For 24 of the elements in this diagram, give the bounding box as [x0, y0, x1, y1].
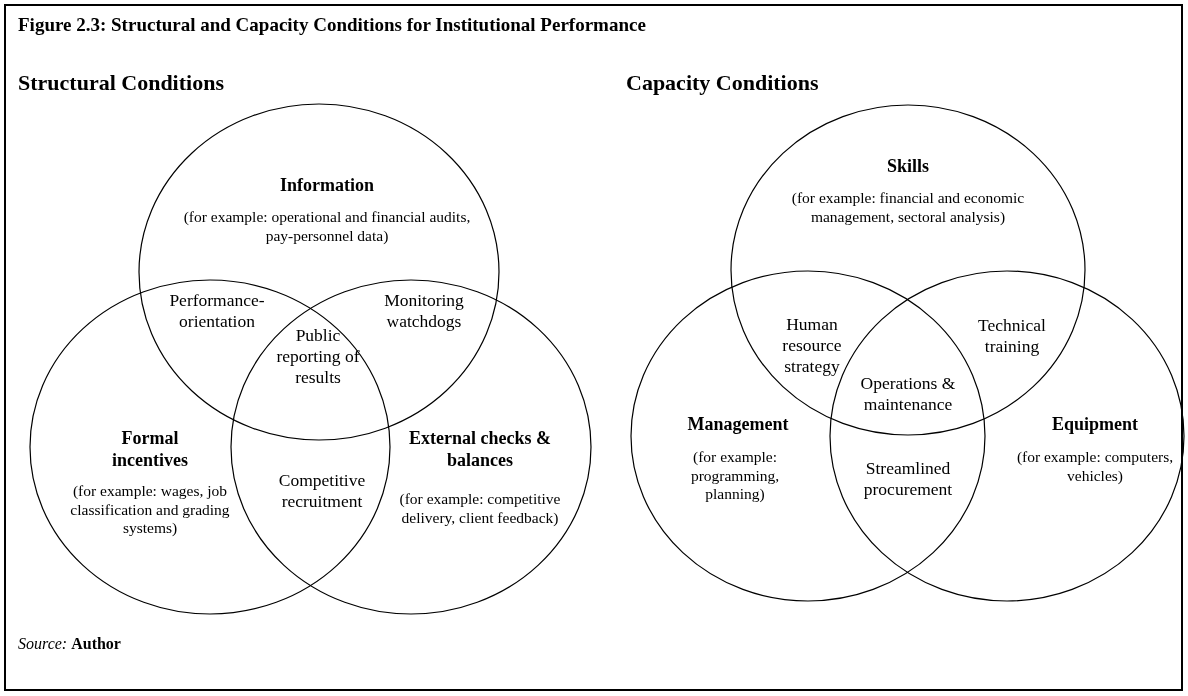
example-text: (for example: operational and financial audits, pay-personnel data)	[182, 208, 472, 246]
overlap-label: Human resource strategy	[781, 314, 843, 377]
example-text: (for example: competitive delivery, client feedback)	[398, 490, 562, 528]
example-text: (for example: wages, job classification and grading systems)	[70, 482, 230, 538]
circle-heading: Management	[686, 414, 790, 436]
circle-heading: Skills	[886, 156, 930, 178]
circle-heading: External checks & balances	[408, 428, 552, 472]
overlap-label: Operations & maintenance	[859, 373, 957, 415]
overlap-label: Streamlined procurement	[862, 458, 954, 500]
overlap-label: Performance-orientation	[168, 290, 266, 332]
section-heading: Structural Conditions	[18, 70, 224, 97]
circle-heading: Equipment	[1051, 414, 1139, 436]
section-heading: Capacity Conditions	[626, 70, 819, 97]
overlap-label: Technical training	[977, 315, 1047, 357]
circle-heading: Information	[279, 175, 375, 197]
example-text: (for example: computers, vehicles)	[1015, 448, 1175, 486]
example-text: (for example: financial and economic management, sectoral analysis)	[790, 189, 1026, 227]
overlap-label: Monitoring watchdogs	[383, 290, 465, 332]
overlap-label: Public reporting of results	[275, 325, 361, 388]
example-text: (for example: programming, planning)	[689, 448, 781, 504]
figure-title: Figure 2.3: Structural and Capacity Conditions for Institutional Performance	[18, 14, 646, 37]
circle-heading: Formal incentives	[111, 428, 189, 472]
overlap-label: Competitive recruitment	[277, 470, 367, 512]
source-note: Source: Author	[18, 634, 121, 654]
